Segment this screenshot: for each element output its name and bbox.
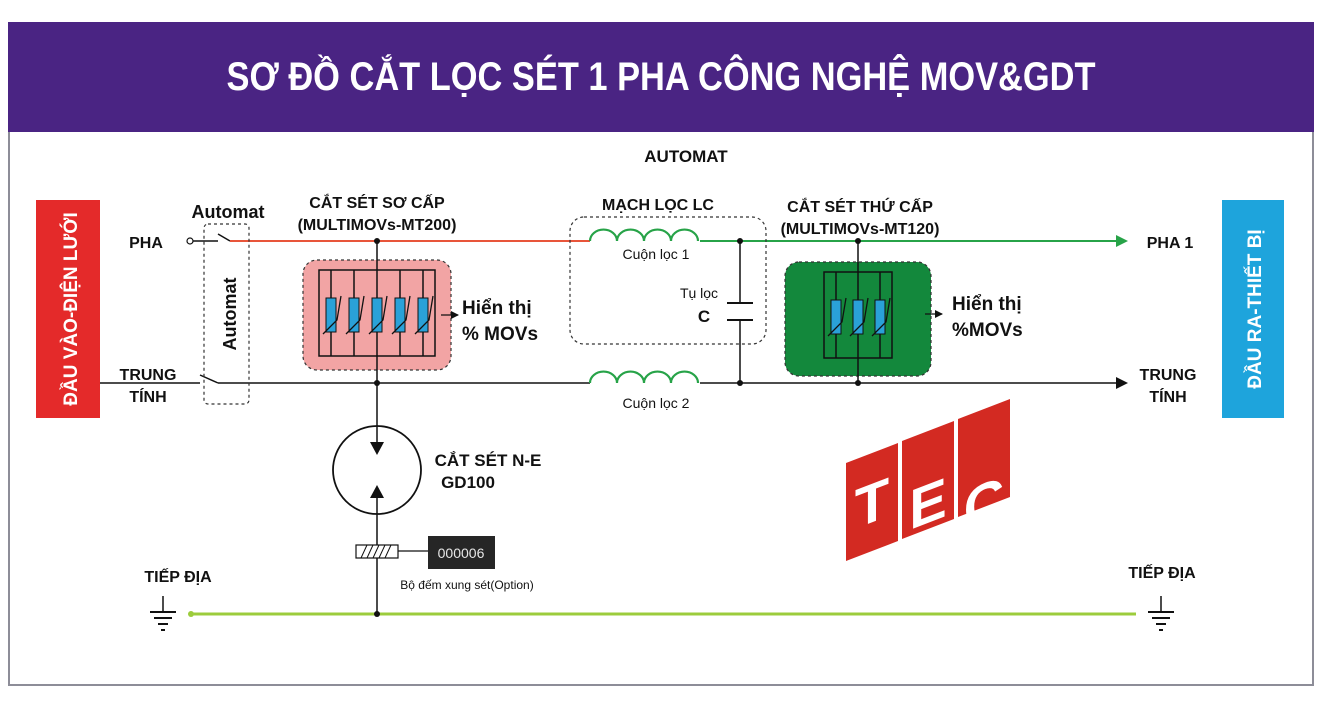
tec-logo: T E C [846,399,1010,561]
input-side-box [36,200,100,418]
logo-letter-t: T [855,466,889,542]
coil-1-label: Cuộn lọc 1 [623,246,690,262]
neutral-output-label-2: TÍNH [1149,387,1186,406]
primary-display-label-2: % MOVs [462,324,538,345]
output-side-box [1222,200,1284,418]
lc-filter-box [569,216,767,345]
neutral-input-label-1: TRUNG [120,367,177,384]
phase-terminal [186,237,194,245]
capacitor-label-2: C [698,307,710,326]
ground-left-label: TIẾP ĐỊA [144,567,212,586]
filter-coil-2 [588,370,700,384]
primary-mov-array [322,270,434,356]
surge-counter-value: 000006 [438,545,485,561]
secondary-neutral-node [855,380,861,386]
automat-heading: AUTOMAT [644,147,728,166]
ne-arrester-model: GD100 [441,473,495,492]
primary-display-label-1: Hiển thị [462,298,532,319]
secondary-arrester-title: CẮT SÉT THỨ CẤP [787,197,933,216]
primary-arrester-title: CẮT SÉT SƠ CẤP [309,193,445,212]
neutral-input-label-2: TÍNH [129,387,166,406]
ground-gdt-node [374,611,380,617]
lc-filter-title: MẠCH LỌC LC [602,197,714,214]
phase-output-label: PHA 1 [1147,235,1194,252]
ground-symbol-left [150,596,176,631]
ground-left-node [188,611,194,617]
title-bar [8,22,1314,132]
input-side-label: ĐẦU VÀO-ĐIỆN LƯỚI [60,212,82,405]
coil-2-label: Cuộn lọc 2 [623,395,690,411]
gdt-down-arrow [370,442,384,455]
automat-phase-contact [217,233,231,242]
gdt-up-arrow [370,485,384,498]
ground-symbol-right [1148,596,1174,631]
counter-sensor-coil [355,544,428,559]
automat-switch-label: Automat [192,202,265,222]
phase-input-label: PHA [129,235,163,252]
secondary-display-label-2: %MOVs [952,320,1023,341]
output-side-label: ĐẦU RA-THIẾT BỊ [1244,229,1266,388]
secondary-display-label-1: Hiển thị [952,294,1022,315]
automat-vertical-label: Automat [220,278,240,351]
primary-phase-node [374,238,380,244]
capacitor-label-1: Tụ lọc [680,285,718,301]
secondary-arrester-model: (MULTIMOVs-MT120) [781,221,940,238]
diagram-frame [8,22,1314,686]
automat-box [203,223,250,405]
surge-counter-display [428,536,495,569]
automat-neutral-contact [199,374,219,384]
filter-coil-1 [588,228,700,242]
secondary-mov-array [827,272,891,358]
filter-capacitor [727,238,753,386]
logo-letter-e: E [909,465,946,542]
diagram-title: SƠ ĐỒ CẮT LỌC SÉT 1 PHA CÔNG NGHỆ MOV&GD… [226,55,1096,99]
primary-arrester-model: (MULTIMOVs-MT200) [298,217,457,234]
logo-letter-c: C [964,464,1004,542]
ground-right-label: TIẾP ĐỊA [1128,563,1196,582]
surge-counter-label: Bộ đếm xung sét(Option) [400,578,533,592]
ne-arrester-title: CẮT SÉT N-E [435,451,542,470]
neutral-output-label-1: TRUNG [1140,367,1197,384]
